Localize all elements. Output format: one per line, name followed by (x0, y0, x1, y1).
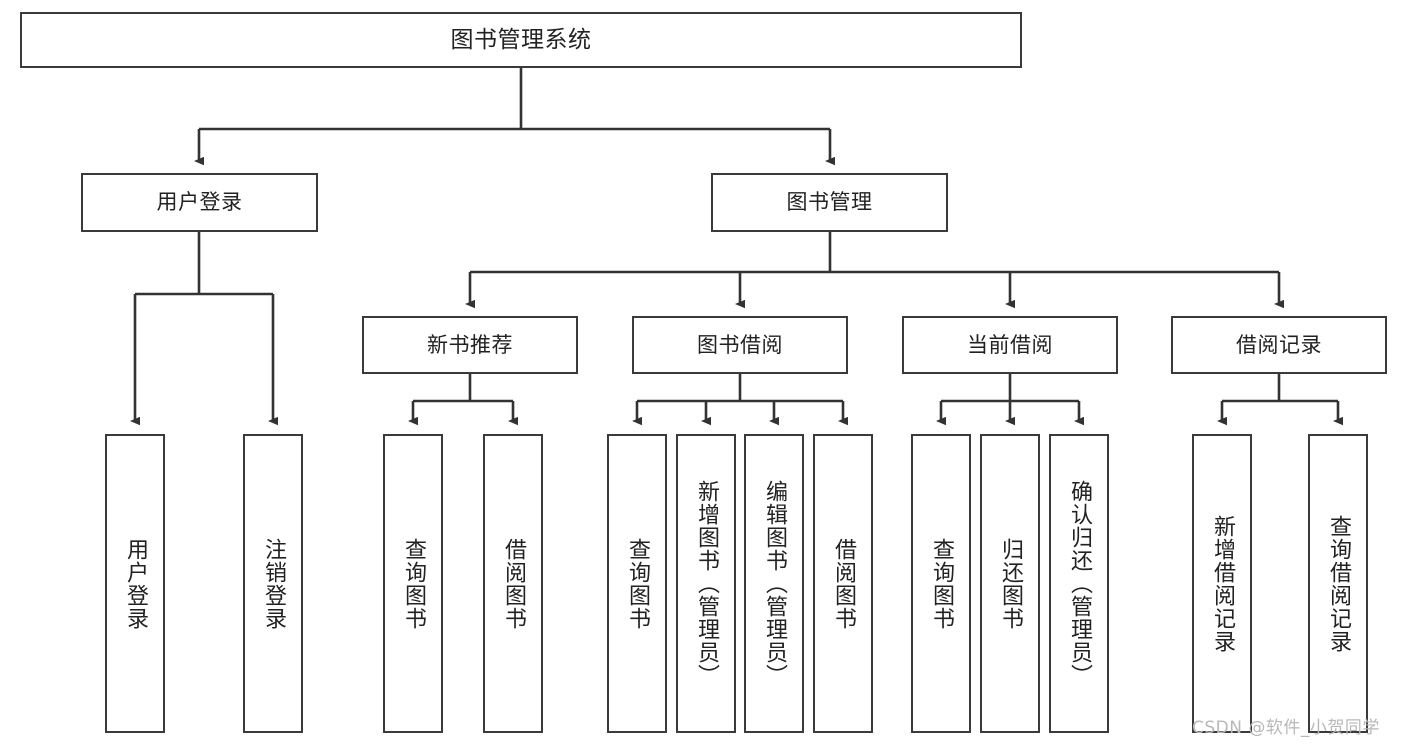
leaf-user-login-label: 用户登录 (122, 537, 148, 630)
leaf-new-book-query[interactable]: 查询图书 (383, 434, 443, 733)
leaf-cb-return-book[interactable]: 归还图书 (980, 434, 1040, 733)
leaf-new-book-borrow-label: 借阅图书 (500, 537, 526, 630)
leaf-new-book-query-label: 查询图书 (400, 537, 426, 630)
leaf-br-add-record-label: 新增借阅记录 (1209, 514, 1235, 653)
node-current-borrow-label: 当前借阅 (967, 332, 1053, 357)
leaf-logout-label: 注销登录 (260, 537, 286, 630)
node-book-manage-label: 图书管理 (786, 190, 873, 215)
leaf-new-book-borrow[interactable]: 借阅图书 (483, 434, 543, 733)
leaf-bb-query-book[interactable]: 查询图书 (607, 434, 667, 733)
node-borrow-record[interactable]: 借阅记录 (1171, 316, 1387, 374)
leaf-cb-query-book-label: 查询图书 (928, 537, 954, 630)
node-root[interactable]: 图书管理系统 (20, 12, 1022, 68)
node-new-book-recommend-label: 新书推荐 (427, 332, 513, 357)
leaf-br-query-record-label: 查询借阅记录 (1325, 514, 1351, 653)
leaf-cb-query-book[interactable]: 查询图书 (911, 434, 971, 733)
leaf-bb-edit-book[interactable]: 编辑图书（管理员） (744, 434, 804, 733)
node-book-manage[interactable]: 图书管理 (711, 173, 948, 232)
leaf-br-add-record[interactable]: 新增借阅记录 (1192, 434, 1252, 733)
node-borrow-record-label: 借阅记录 (1236, 332, 1322, 357)
node-new-book-recommend[interactable]: 新书推荐 (362, 316, 578, 374)
leaf-user-login[interactable]: 用户登录 (105, 434, 165, 733)
leaf-bb-borrow-book[interactable]: 借阅图书 (813, 434, 873, 733)
node-root-label: 图书管理系统 (450, 26, 592, 53)
leaf-bb-edit-book-label: 编辑图书（管理员） (761, 480, 787, 687)
csdn-watermark: CSDN @软件_小贺同学 (1192, 718, 1380, 738)
leaf-cb-confirm-return[interactable]: 确认归还（管理员） (1049, 434, 1109, 733)
leaf-cb-return-book-label: 归还图书 (997, 537, 1023, 630)
leaf-logout[interactable]: 注销登录 (243, 434, 303, 733)
leaf-bb-borrow-book-label: 借阅图书 (830, 537, 856, 630)
leaf-bb-add-book[interactable]: 新增图书（管理员） (676, 434, 736, 733)
node-user-login[interactable]: 用户登录 (81, 173, 318, 232)
node-current-borrow[interactable]: 当前借阅 (902, 316, 1118, 374)
node-book-borrow[interactable]: 图书借阅 (632, 316, 848, 374)
leaf-bb-query-book-label: 查询图书 (624, 537, 650, 630)
leaf-bb-add-book-label: 新增图书（管理员） (693, 480, 719, 687)
leaf-cb-confirm-return-label: 确认归还（管理员） (1066, 480, 1092, 687)
node-user-login-label: 用户登录 (156, 190, 243, 215)
node-book-borrow-label: 图书借阅 (697, 332, 783, 357)
leaf-br-query-record[interactable]: 查询借阅记录 (1308, 434, 1368, 733)
